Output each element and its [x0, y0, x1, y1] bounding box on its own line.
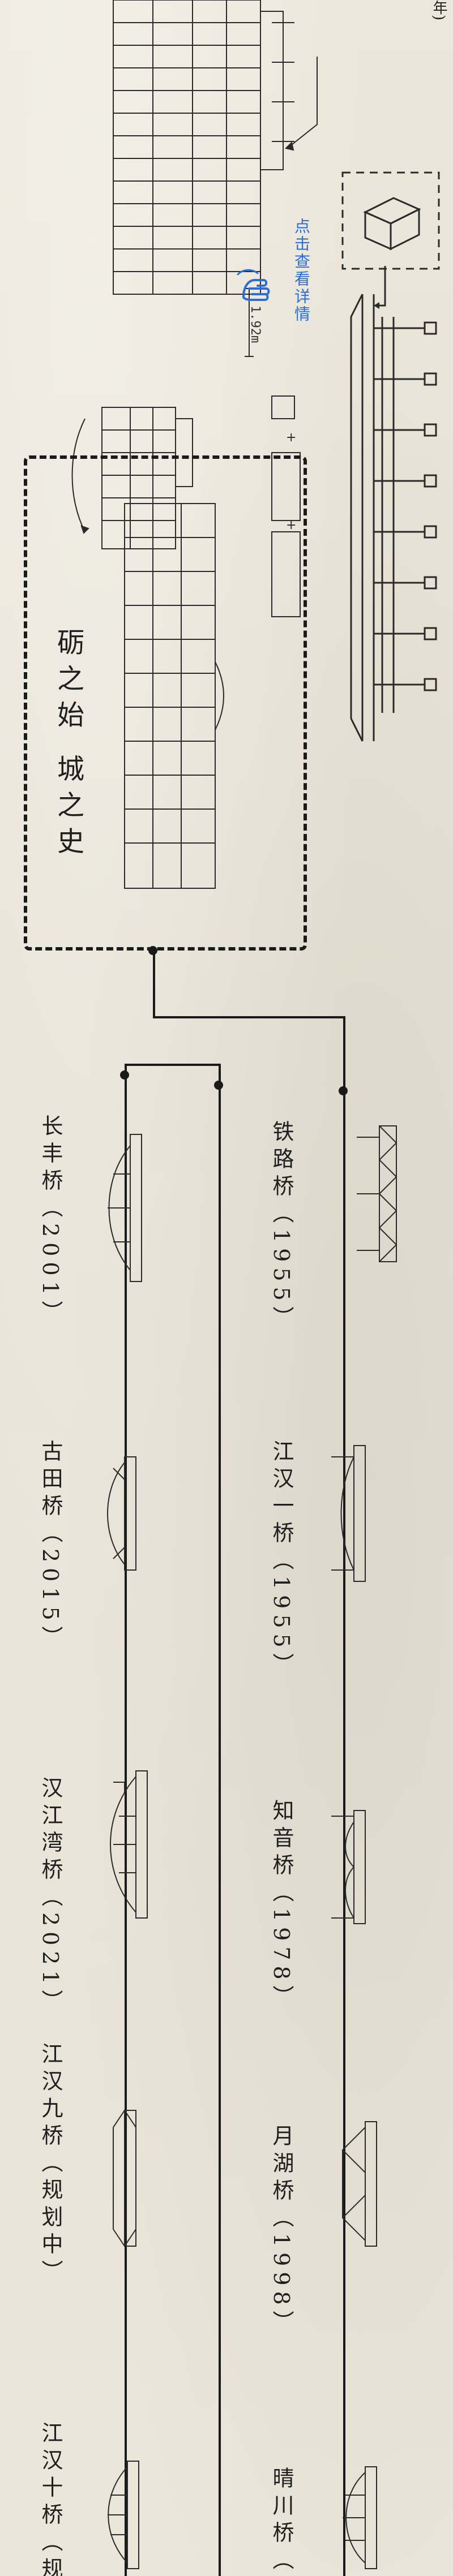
- bridge-label: 知音桥（1978）: [271, 1799, 292, 2012]
- timeline-connector: [125, 1064, 221, 1066]
- bridge-label: 汉江湾桥（2021）: [40, 1777, 61, 2017]
- timeline-dot: [120, 1070, 129, 1080]
- page-title: 砺之始 城之史: [48, 628, 88, 863]
- timeline-connector: [153, 951, 155, 1018]
- bridge-label: 铁路桥（1955）: [271, 1120, 292, 1334]
- bridge-icon[interactable]: [96, 2105, 153, 2252]
- hand-pointer-icon[interactable]: [232, 263, 277, 308]
- bridge-icon[interactable]: [345, 1115, 402, 1273]
- timeline-dot: [214, 1081, 223, 1090]
- bridge-icon[interactable]: [326, 1440, 377, 1587]
- bridge-label: 江汉一桥（1955）: [271, 1440, 292, 1680]
- bridge-icon[interactable]: [326, 1805, 377, 1929]
- timeline-dot: [148, 946, 157, 955]
- bridge-icon[interactable]: [96, 1123, 159, 1293]
- bridge-icon[interactable]: [91, 1760, 176, 1929]
- bridge-label: 江汉九桥（规划中）: [40, 2042, 61, 2287]
- bridge-label: 古田桥（2015）: [40, 1440, 61, 1653]
- view-details-link[interactable]: 点击查看详情: [290, 218, 313, 323]
- bridge-label: 江汉十桥（规划）: [40, 2422, 61, 2576]
- bridge-elevation-drawing: [340, 283, 447, 752]
- bridge-icon[interactable]: [334, 2116, 385, 2252]
- bridge-label: 长丰桥（2001）: [40, 1115, 61, 1328]
- timeline-dot: [339, 1086, 348, 1095]
- bridge-icon[interactable]: [91, 1446, 153, 1581]
- bridge-icon[interactable]: [331, 2461, 388, 2574]
- title-model-drawing: [113, 492, 238, 900]
- bridge-icon[interactable]: [93, 2455, 156, 2574]
- model-box-icon: [340, 170, 442, 272]
- bridge-label: 月湖桥（1998）: [271, 2125, 292, 2338]
- svg-text:+: +: [286, 431, 296, 445]
- bridge-label: 晴川桥（2000）: [271, 2467, 292, 2576]
- timeline-connector: [153, 1016, 345, 1018]
- year-fragment: 年): [429, 0, 450, 20]
- timeline-connector: [219, 1064, 221, 2576]
- measure-label: 1.92m: [248, 306, 262, 343]
